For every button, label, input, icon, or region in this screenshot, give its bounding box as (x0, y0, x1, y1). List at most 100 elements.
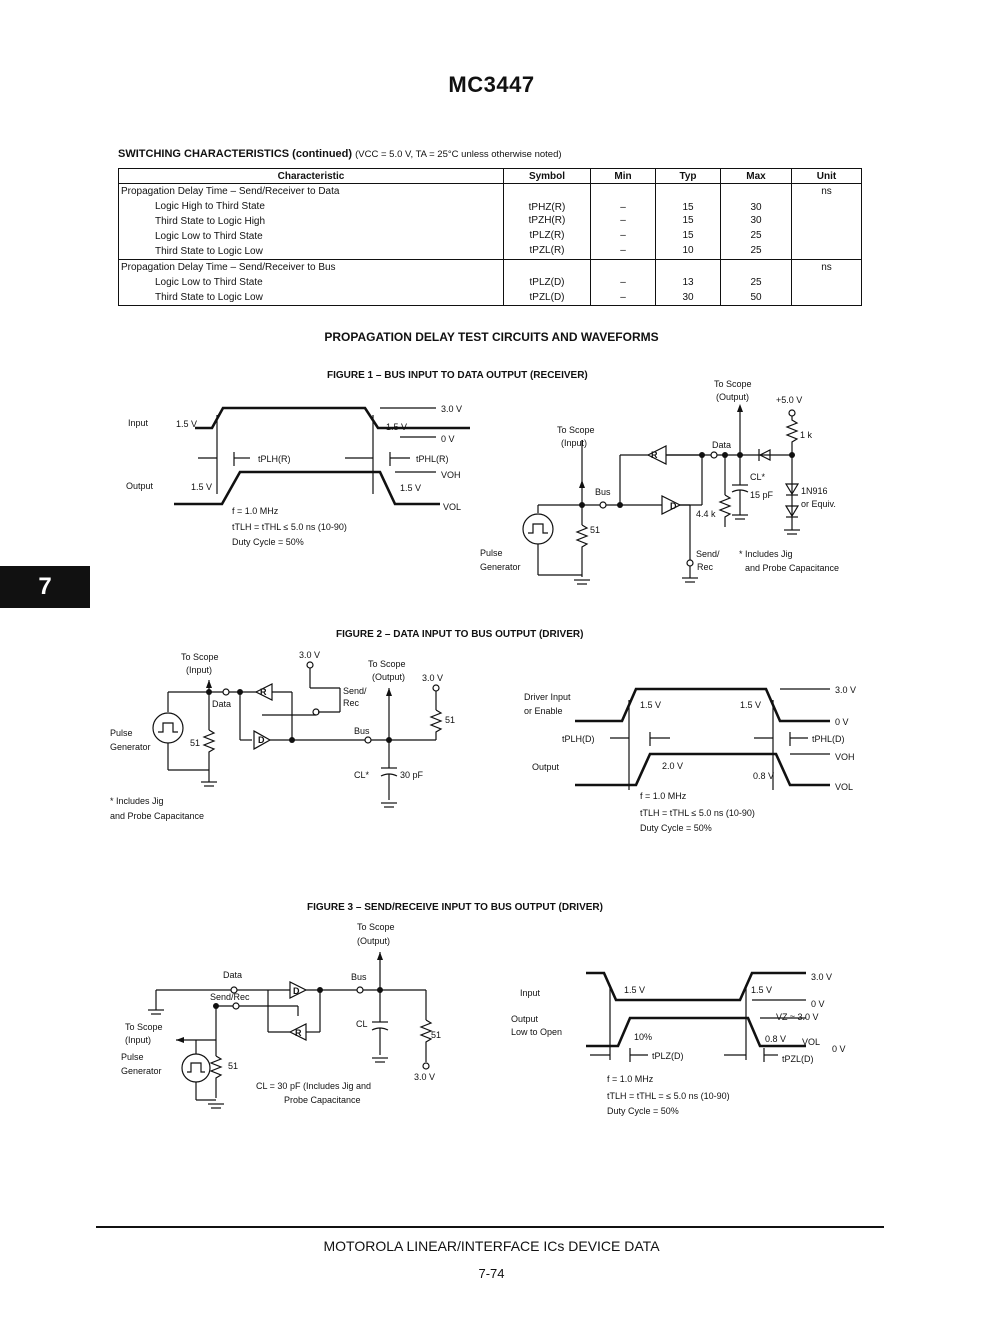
pulse-generator-icon (152, 712, 184, 744)
diode-icon (784, 505, 800, 518)
fig3-r51b: 51 (431, 1030, 441, 1040)
table-row: Propagation Delay Time – Send/Receiver t… (118, 183, 862, 260)
row-typ: 13 (682, 277, 694, 288)
fig1-scope-in-1: To Scope (557, 425, 595, 435)
fig2-driver-in-2: or Enable (524, 706, 563, 716)
fig2-terminal (306, 661, 314, 669)
fig3-resistor-51a (209, 1055, 223, 1098)
fig1-scope-out-1: To Scope (714, 379, 752, 389)
fig3-v0a: 0 V (811, 999, 825, 1009)
pulse-wave-icon (158, 722, 178, 733)
footer-text: MOTOROLA LINEAR/INTERFACE ICs DEVICE DAT… (323, 1238, 660, 1254)
figure1-circuit: To Scope (Output) +5.0 V To Scope (Input… (480, 379, 839, 585)
fig1-duty: Duty Cycle = 50% (232, 537, 304, 547)
switching-conditions: (VCC = 5.0 V, TA = 25°C unless otherwise… (355, 149, 562, 160)
fig1-terminal (686, 559, 694, 567)
diode-icon (758, 449, 771, 461)
fig3-output-wave (586, 1016, 806, 1048)
fig2-v08: 0.8 V (753, 771, 774, 781)
fig3-v0b: 0 V (832, 1044, 846, 1054)
fig1-v15-out2: 1.5 V (400, 483, 421, 493)
fig3-cl-note-1: CL = 30 pF (Includes Jig and (256, 1081, 371, 1091)
fig3-cl-note-2: Probe Capacitance (284, 1095, 361, 1105)
fig1-resistor-51 (575, 524, 589, 577)
fig2-scope-in-2: (Input) (186, 665, 212, 675)
fig3-output-1: Output (511, 1014, 539, 1024)
group-title: Propagation Delay Time – Send/Receiver t… (121, 262, 336, 273)
fig1-output-label: Output (126, 481, 154, 491)
fig3-r51a: 51 (228, 1061, 238, 1071)
fig1-c15: 15 pF (750, 490, 774, 500)
fig2-duty: Duty Cycle = 50% (640, 823, 712, 833)
fig2-resistor-51a (202, 729, 216, 782)
fig3-scope-out-1: To Scope (357, 922, 395, 932)
fig2-sendrec-1: Send/ (343, 686, 367, 696)
fig1-v15-in: 1.5 V (176, 419, 197, 429)
row-typ: 30 (682, 292, 694, 303)
fig1-tphl: tPHL(R) (416, 454, 449, 464)
fig1-data: Data (712, 440, 731, 450)
row-characteristic: Third State to Logic Low (155, 292, 263, 303)
col-unit: Unit (791, 168, 862, 184)
fig1-pulse-2: Generator (480, 562, 521, 572)
fig3-v08: 0.8 V (765, 1034, 786, 1044)
row-characteristic: Logic Low to Third State (155, 277, 263, 288)
row-min: – (620, 202, 626, 213)
row-typ: 15 (682, 215, 694, 226)
fig1-resistor-44k (718, 494, 732, 527)
fig2-pulse-1: Pulse (110, 728, 133, 738)
fig2-output-label: Output (532, 762, 560, 772)
fig3-scope-out-2: (Output) (357, 936, 390, 946)
row-typ: 15 (682, 230, 694, 241)
switching-heading: SWITCHING CHARACTERISTICS (continued) (V… (118, 148, 562, 160)
fig1-sendrec-2: Rec (697, 562, 714, 572)
fig1-pulse-1: Pulse (480, 548, 503, 558)
fig2-scope-out-1: To Scope (368, 659, 406, 669)
page-title: MC3447 (448, 72, 535, 97)
fig1-scope-out-2: (Output) (716, 392, 749, 402)
fig1-resistor-1k (785, 416, 799, 454)
fig2-data: Data (212, 699, 231, 709)
fig2-note-1: * Includes Jig (110, 796, 164, 806)
fig1-note-1: * Includes Jig (739, 549, 793, 559)
fig1-diode-2: or Equiv. (801, 499, 836, 509)
fig2-v15a: 1.5 V (640, 700, 661, 710)
row-min: – (620, 230, 626, 241)
arrow-icon (176, 1037, 184, 1043)
fig3-input-label: Input (520, 988, 541, 998)
fig2-output-wave (575, 752, 830, 787)
fig1-gate-d: D (670, 501, 677, 511)
pulse-wave-icon (187, 1062, 205, 1073)
fig1-scope-in-2: (Input) (561, 438, 587, 448)
col-typ: Typ (655, 168, 721, 184)
fig2-c30: 30 pF (400, 770, 424, 780)
col-min: Min (590, 168, 656, 184)
fig3-terminal (232, 1002, 240, 1010)
fig3-vz: VZ ≈ 3.0 V (776, 1012, 818, 1022)
fig3-pulse-2: Generator (121, 1066, 162, 1076)
fig3-duty: Duty Cycle = 50% (607, 1106, 679, 1116)
row-max: 30 (750, 202, 762, 213)
fig2-v15b: 1.5 V (740, 700, 761, 710)
fig2-note-2: and Probe Capacitance (110, 811, 204, 821)
fig3-terminal (356, 986, 364, 994)
row-symbol: tPZL(R) (529, 245, 565, 256)
fig1-v15-in2: 1.5 V (386, 422, 407, 432)
fig3-rise: tTLH = tTHL = ≤ 5.0 ns (10-90) (607, 1091, 730, 1101)
row-typ: 15 (682, 202, 694, 213)
fig1-vcc: +5.0 V (776, 395, 802, 405)
fig2-v0: 0 V (835, 717, 849, 727)
table-row: Propagation Delay Time – Send/Receiver t… (118, 259, 862, 306)
section-tab: 7 (0, 566, 90, 608)
fig1-diode-1: 1N916 (801, 486, 828, 496)
fig1-note-2: and Probe Capacitance (745, 563, 839, 573)
diode-icon (784, 483, 800, 496)
fig2-terminal (364, 736, 372, 744)
fig1-cl: CL* (750, 472, 766, 482)
fig3-p10: 10% (634, 1032, 652, 1042)
fig1-output-wave (174, 470, 440, 506)
fig1-bus: Bus (595, 487, 611, 497)
fig3-freq: f = 1.0 MHz (607, 1074, 654, 1084)
fig2-terminal (432, 684, 440, 692)
